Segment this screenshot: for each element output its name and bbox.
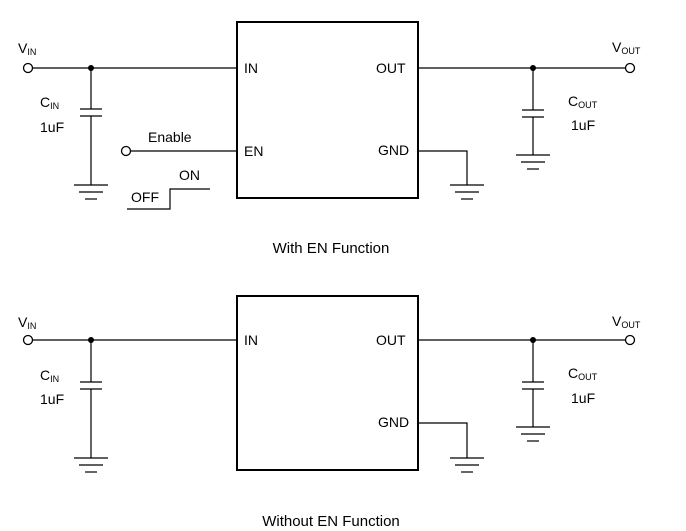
- ic-box: [236, 21, 419, 199]
- pin-in-label: IN: [244, 332, 258, 348]
- vout-label: VOUT: [612, 313, 641, 330]
- vout-label: VOUT: [612, 39, 641, 56]
- cin-label: CIN: [40, 367, 59, 384]
- cin-ground-symbol: [74, 457, 108, 473]
- pin-out-label: OUT: [376, 332, 406, 348]
- switch-off-label: OFF: [131, 189, 159, 205]
- vout-terminal: [624, 334, 636, 346]
- enable-terminal: [120, 145, 132, 157]
- enable-step-waveform: [127, 188, 210, 210]
- caption-without-en: Without EN Function: [262, 513, 400, 530]
- vin-terminal: [22, 334, 34, 346]
- cout-capacitor: [522, 68, 544, 155]
- cin-capacitor: [80, 68, 102, 185]
- cin-label: CIN: [40, 94, 59, 111]
- vout-terminal: [624, 62, 636, 74]
- gnd-ground-symbol: [450, 457, 484, 473]
- pin-gnd-label: GND: [378, 142, 409, 158]
- vin-label: VIN: [18, 314, 36, 331]
- cin-value: 1uF: [40, 119, 64, 135]
- cin-capacitor: [80, 340, 102, 458]
- enable-label: Enable: [148, 129, 192, 145]
- circuit-without-en: VIN VOUT CIN 1uF COUT 1uF IN OUT GND Wit…: [18, 295, 641, 530]
- cout-ground-symbol: [516, 426, 550, 442]
- pin-out-label: OUT: [376, 60, 406, 76]
- cout-label: COUT: [568, 365, 598, 382]
- switch-on-label: ON: [179, 167, 200, 183]
- cout-label: COUT: [568, 93, 598, 110]
- pin-in-label: IN: [244, 60, 258, 76]
- cout-value: 1uF: [571, 117, 595, 133]
- vin-label: VIN: [18, 40, 36, 57]
- cin-value: 1uF: [40, 391, 64, 407]
- cout-capacitor: [522, 340, 544, 427]
- gnd-wire: [418, 422, 468, 458]
- cout-value: 1uF: [571, 390, 595, 406]
- gnd-ground-symbol: [450, 184, 484, 200]
- caption-with-en: With EN Function: [273, 240, 390, 257]
- vin-terminal: [22, 62, 34, 74]
- gnd-wire: [418, 150, 468, 185]
- cin-ground-symbol: [74, 184, 108, 200]
- pin-en-label: EN: [244, 143, 263, 159]
- ic-box: [236, 295, 419, 471]
- circuit-with-en: VIN VOUT CIN 1uF COUT 1uF IN EN OUT GND …: [18, 21, 641, 257]
- cout-ground-symbol: [516, 154, 550, 170]
- pin-gnd-label: GND: [378, 414, 409, 430]
